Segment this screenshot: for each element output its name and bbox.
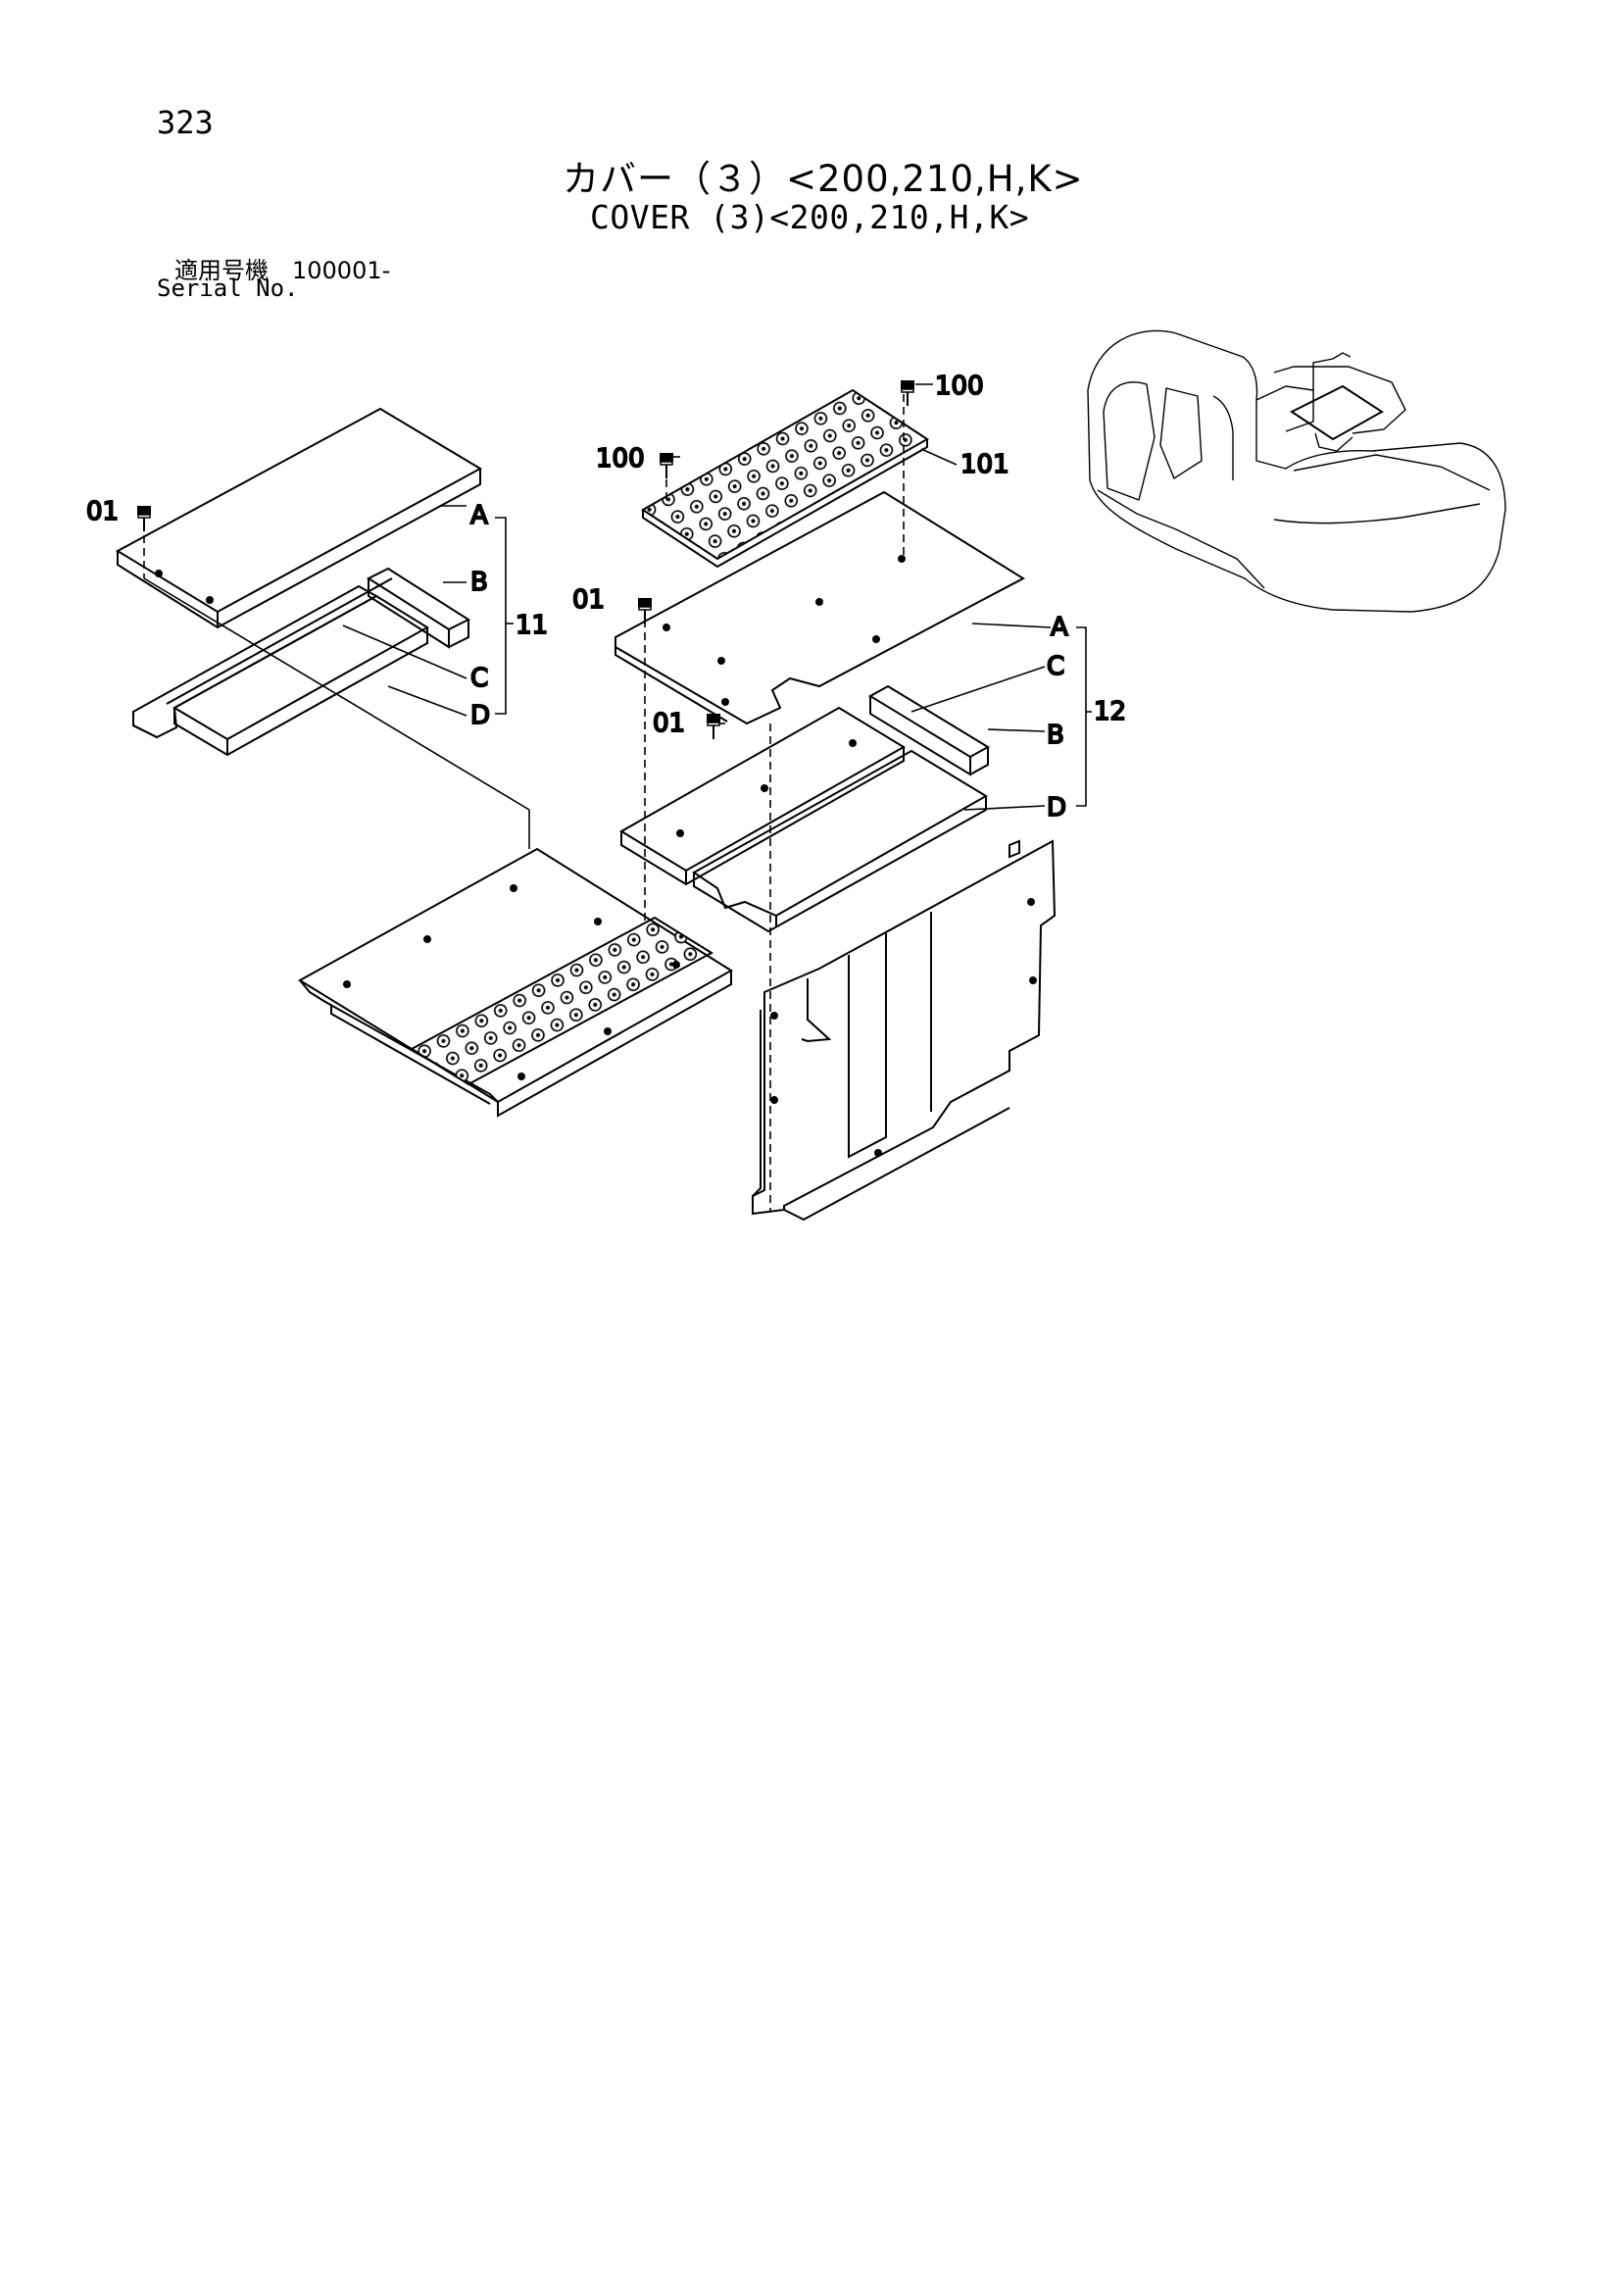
callout-sub-c-right: C xyxy=(1047,652,1064,681)
callout-sub-d-left: D xyxy=(470,701,490,730)
bolt-icon xyxy=(900,379,915,407)
callout-part-01: 01 xyxy=(572,585,605,615)
page-title-english: COVER (3)<200,210,H,K> xyxy=(590,198,1030,236)
callout-sub-b-left: B xyxy=(470,568,488,597)
right-insulation-boards-d xyxy=(619,706,988,933)
serial-label-japanese: 適用号機 100001- xyxy=(174,257,391,284)
bolt-icon xyxy=(136,505,152,532)
right-rail-b xyxy=(868,684,990,776)
excavator-location-thumbnail xyxy=(1087,329,1506,613)
callout-part-12: 12 xyxy=(1094,697,1126,726)
left-rail-b xyxy=(366,567,471,649)
bolt-icon xyxy=(659,452,674,479)
callout-part-100-left: 100 xyxy=(596,444,645,474)
callout-sub-d-right: D xyxy=(1047,793,1066,823)
floor-plate xyxy=(298,847,733,1118)
callout-part-101: 101 xyxy=(960,450,1009,479)
callout-part-01: 01 xyxy=(86,497,119,526)
bolt-icon xyxy=(706,713,721,740)
callout-sub-a-left: A xyxy=(470,501,488,530)
callout-part-01: 01 xyxy=(653,709,685,738)
callout-sub-c-left: C xyxy=(470,664,488,693)
callout-part-100-right: 100 xyxy=(935,372,984,401)
callout-sub-a-right: A xyxy=(1051,613,1068,642)
left-insulation-boards-d xyxy=(132,577,429,757)
page-title-japanese: カバー（３）<200,210,H,K> xyxy=(563,158,1084,200)
side-cover-panel xyxy=(752,839,1057,1222)
left-callout-leaders xyxy=(143,505,530,849)
right-cover-plate-a xyxy=(615,490,1026,725)
callout-part-11: 11 xyxy=(516,611,548,640)
page-number: 323 xyxy=(157,104,214,141)
left-cover-plate-a xyxy=(115,407,483,629)
callout-sub-b-right: B xyxy=(1047,721,1064,750)
perforated-plate-101 xyxy=(641,388,929,569)
serial-label-english: Serial No. xyxy=(157,275,299,302)
